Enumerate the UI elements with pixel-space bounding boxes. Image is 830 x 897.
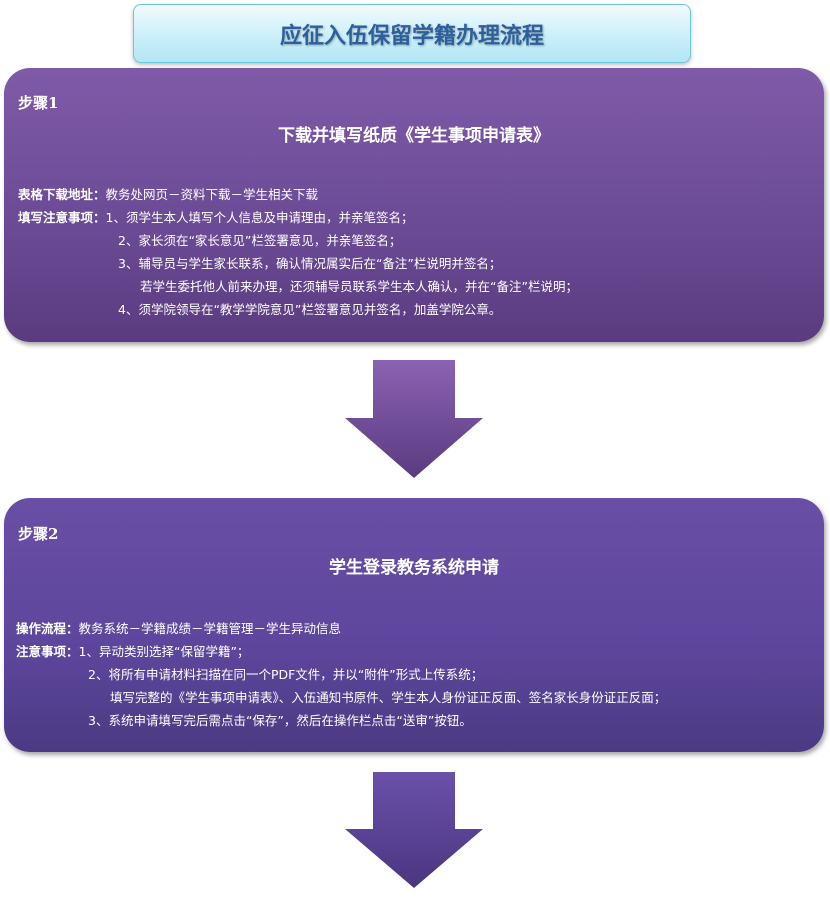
process-label: 操作流程： <box>16 621 79 636</box>
download-label: 表格下载地址： <box>18 187 106 202</box>
process-value: 教务系统－学籍成绩－学籍管理－学生异动信息 <box>78 621 342 636</box>
step2-box: 步骤2 学生登录教务系统申请 操作流程：教务系统－学籍成绩－学籍管理－学生异动信… <box>4 498 824 752</box>
notes-label: 填写注意事项： <box>18 210 106 225</box>
flow-title-box: 应征入伍保留学籍办理流程 <box>133 4 691 63</box>
note-item: 若学生委托他人前来办理，还须辅导员联系学生本人确认，并在“备注”栏说明； <box>140 279 578 294</box>
flow-title: 应征入伍保留学籍办理流程 <box>279 22 544 49</box>
download-value: 教务处网页－资料下载－学生相关下载 <box>105 187 319 202</box>
note-item: 2、将所有申请材料扫描在同一个PDF文件，并以“附件”形式上传系统； <box>88 667 484 682</box>
step1-box: 步骤1 下载并填写纸质《学生事项申请表》 表格下载地址：教务处网页－资料下载－学… <box>4 68 824 342</box>
down-arrow-icon <box>345 360 483 478</box>
note-item: 4、须学院领导在“教学学院意见”栏签署意见并签名，加盖学院公章。 <box>118 302 502 317</box>
note-item: 填写完整的《学生事项申请表》、入伍通知书原件、学生本人身份证正反面、签名家长身份… <box>110 690 667 705</box>
note-item: 1、异动类别选择“保留学籍”； <box>78 644 250 659</box>
note-item: 1、须学生本人填写个人信息及申请理由，并亲笔签名； <box>105 210 414 225</box>
note-item: 2、家长须在“家长意见”栏签署意见，并亲笔签名； <box>118 233 402 248</box>
step1-title: 下载并填写纸质《学生事项申请表》 <box>278 126 550 146</box>
step1-label: 步骤1 <box>18 94 59 112</box>
note-item: 3、辅导员与学生家长联系，确认情况属实后在“备注”栏说明并签名； <box>118 256 502 271</box>
down-arrow-icon <box>345 772 483 888</box>
note-item: 3、系统申请填写完后需点击“保存”，然后在操作栏点击“送审”按钮。 <box>88 713 472 728</box>
step2-label: 步骤2 <box>18 525 59 543</box>
step2-title: 学生登录教务系统申请 <box>329 558 499 578</box>
notes-label: 注意事项： <box>16 644 79 659</box>
